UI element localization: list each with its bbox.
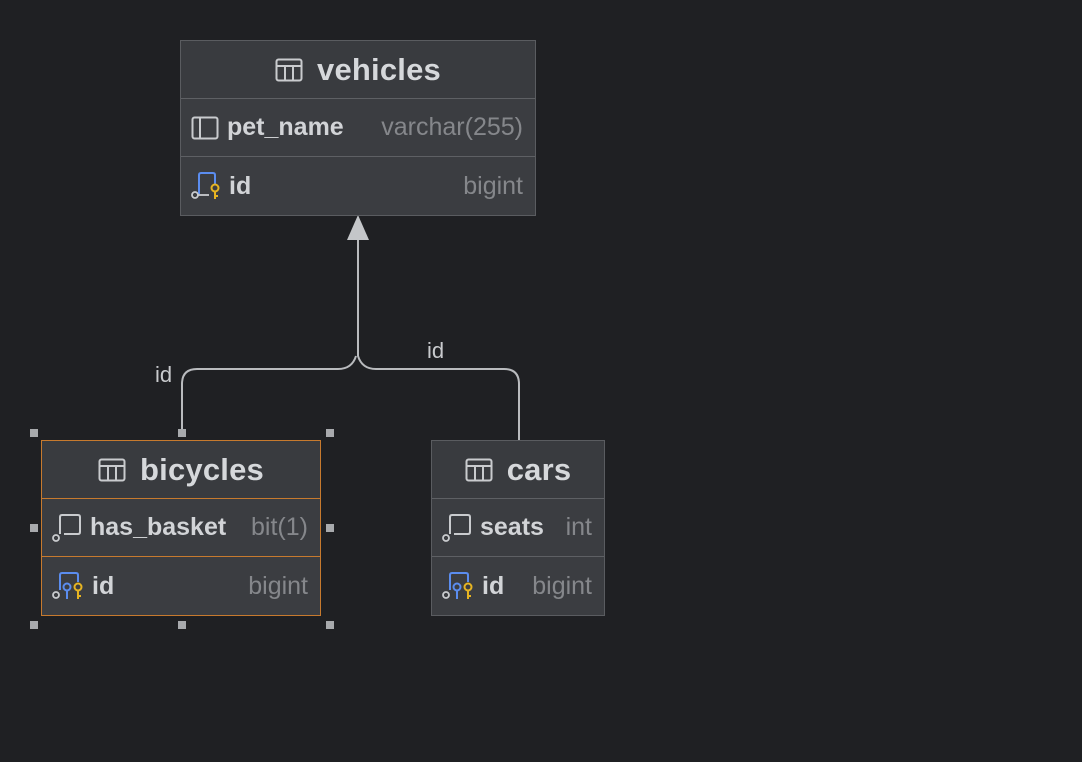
- resize-handle-bottom-right[interactable]: [326, 621, 334, 629]
- column-type: bigint: [532, 571, 592, 600]
- column-name: seats: [480, 513, 544, 541]
- relation-line-cars: [357, 236, 520, 440]
- resize-handle-bottom[interactable]: [178, 621, 186, 629]
- column-type: bigint: [463, 171, 523, 200]
- column-row[interactable]: id bigint: [432, 557, 604, 615]
- column-row[interactable]: has_basket bit(1): [42, 499, 320, 557]
- column-name: id: [482, 571, 505, 600]
- table-header: cars: [432, 441, 604, 499]
- column-name: id: [229, 171, 252, 200]
- column-name: id: [92, 571, 115, 600]
- column-not-null-icon: [52, 513, 82, 542]
- inheritance-arrowhead: [347, 215, 369, 240]
- table-vehicles[interactable]: vehicles pet_name varchar(255) id bigint: [180, 40, 536, 216]
- column-row[interactable]: seats int: [432, 499, 604, 557]
- resize-handle-top-left[interactable]: [30, 429, 38, 437]
- table-bicycles[interactable]: bicycles has_basket bit(1) id bigint: [41, 440, 321, 616]
- table-icon: [275, 58, 303, 82]
- table-header: bicycles: [42, 441, 320, 499]
- column-type: bigint: [248, 571, 308, 600]
- table-name: vehicles: [317, 51, 441, 87]
- table-name: bicycles: [140, 451, 264, 487]
- resize-handle-bottom-left[interactable]: [30, 621, 38, 629]
- column-type: int: [565, 513, 592, 541]
- table-header: vehicles: [181, 41, 535, 99]
- relation-label-cars[interactable]: id: [427, 338, 445, 363]
- table-cars[interactable]: cars seats int id bigint: [431, 440, 605, 616]
- column-not-null-icon: [442, 513, 472, 542]
- resize-handle-top-right[interactable]: [326, 429, 334, 437]
- relation-label-bicycles[interactable]: id: [155, 362, 173, 387]
- resize-handle-top[interactable]: [178, 429, 186, 437]
- column-row[interactable]: id bigint: [181, 157, 535, 215]
- resize-handle-right[interactable]: [326, 524, 334, 532]
- table-name: cars: [506, 451, 572, 487]
- column-row[interactable]: pet_name varchar(255): [181, 99, 535, 157]
- table-icon: [98, 458, 126, 482]
- column-type: bit(1): [251, 513, 308, 541]
- column-name: pet_name: [227, 113, 344, 141]
- primary-foreign-key-icon: [191, 172, 221, 200]
- relation-line-bicycles: [181, 355, 357, 432]
- primary-foreign-key-icon: [52, 572, 84, 600]
- table-icon: [465, 458, 493, 482]
- column-icon: [191, 116, 219, 140]
- resize-handle-left[interactable]: [30, 524, 38, 532]
- column-name: has_basket: [90, 513, 227, 541]
- column-row[interactable]: id bigint: [42, 557, 320, 615]
- column-type: varchar(255): [381, 113, 523, 141]
- primary-foreign-key-icon: [442, 572, 474, 600]
